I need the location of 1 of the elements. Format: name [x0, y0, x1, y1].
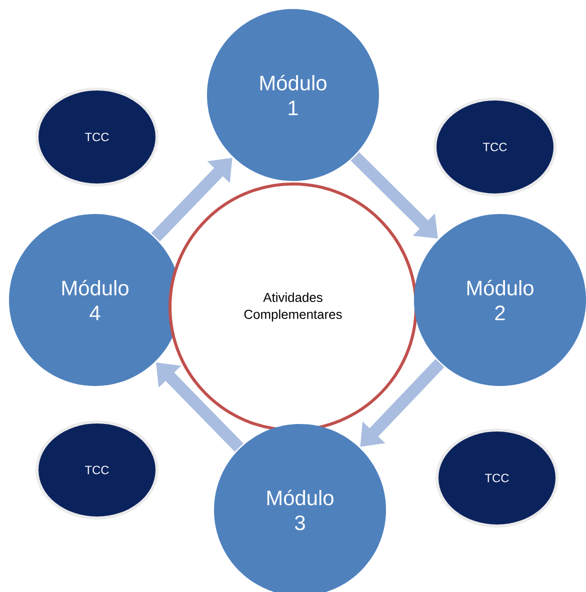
- block-arrow: [156, 362, 244, 452]
